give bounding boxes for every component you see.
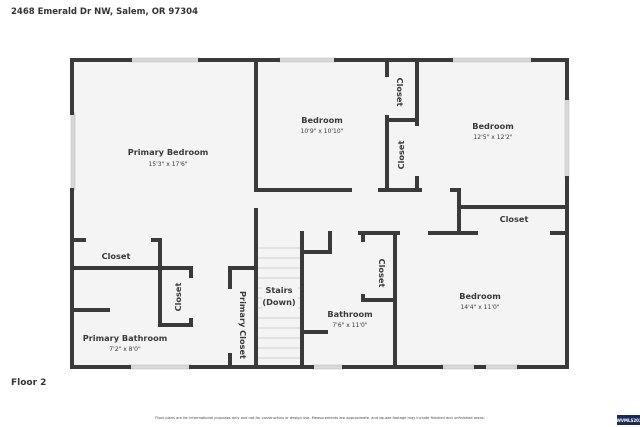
room-bedroom-1: Bedroom 10'9" x 10'10" bbox=[301, 115, 344, 135]
svg-text:Primary Bathroom: Primary Bathroom bbox=[83, 333, 167, 343]
room-closet-hall: Closet bbox=[500, 214, 529, 224]
disclaimer: Floor plans are for informational purpos… bbox=[155, 416, 485, 420]
floor-area bbox=[72, 60, 567, 367]
property-address: 2468 Emerald Dr NW, Salem, OR 97304 bbox=[11, 7, 199, 17]
room-closet-primary: Closet bbox=[102, 251, 131, 261]
svg-text:Closet: Closet bbox=[377, 259, 387, 288]
svg-text:Closet: Closet bbox=[396, 141, 406, 170]
svg-text:12'5" x 12'2": 12'5" x 12'2" bbox=[473, 134, 512, 141]
room-closet-bath: Closet bbox=[173, 283, 183, 312]
svg-text:Bathroom: Bathroom bbox=[327, 309, 372, 319]
svg-text:7'6" x 11'0": 7'6" x 11'0" bbox=[332, 322, 368, 329]
svg-text:Stairs: Stairs bbox=[265, 285, 292, 295]
floor-label: Floor 2 bbox=[11, 378, 47, 388]
mls-badge: ©WVMLS2026 bbox=[612, 415, 640, 425]
room-bedroom-3: Bedroom 14'4" x 11'0" bbox=[459, 291, 500, 311]
svg-text:Primary Bedroom: Primary Bedroom bbox=[128, 147, 209, 157]
svg-text:7'2" x 8'0": 7'2" x 8'0" bbox=[109, 346, 141, 353]
room-stairs: Stairs (Down) bbox=[262, 283, 298, 309]
svg-text:Bedroom: Bedroom bbox=[459, 291, 500, 301]
room-primary-bathroom: Primary Bathroom 7'2" x 8'0" bbox=[83, 333, 167, 353]
room-closet-upper-1: Closet bbox=[395, 78, 405, 107]
walls bbox=[70, 58, 569, 369]
svg-text:10'9" x 10'10": 10'9" x 10'10" bbox=[301, 128, 344, 135]
room-closet-upper-2: Closet bbox=[396, 141, 406, 170]
room-primary-bedroom: Primary Bedroom 15'3" x 17'6" bbox=[128, 147, 209, 168]
svg-text:Bedroom: Bedroom bbox=[301, 115, 342, 125]
svg-text:15'3" x 17'6": 15'3" x 17'6" bbox=[148, 161, 187, 168]
room-primary-closet: Primary Closet bbox=[238, 291, 248, 359]
svg-text:Closet: Closet bbox=[395, 78, 405, 107]
svg-text:14'4" x 11'0": 14'4" x 11'0" bbox=[460, 304, 499, 311]
svg-text:Closet: Closet bbox=[500, 214, 529, 224]
room-bedroom-2: Bedroom 12'5" x 12'2" bbox=[472, 121, 513, 141]
svg-text:Closet: Closet bbox=[173, 283, 183, 312]
svg-text:Bedroom: Bedroom bbox=[472, 121, 513, 131]
svg-text:(Down): (Down) bbox=[262, 297, 296, 307]
room-closet-bathroom: Closet bbox=[377, 259, 387, 288]
room-bathroom: Bathroom 7'6" x 11'0" bbox=[327, 309, 372, 329]
svg-text:Primary Closet: Primary Closet bbox=[238, 291, 248, 359]
svg-text:Closet: Closet bbox=[102, 251, 131, 261]
